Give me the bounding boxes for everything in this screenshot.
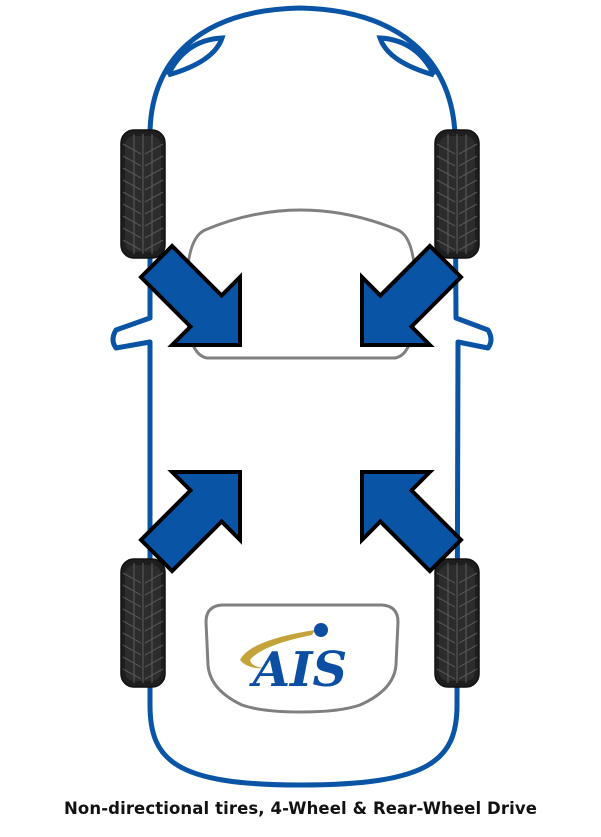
windshield-outline — [185, 208, 417, 360]
rear-window-outline — [204, 603, 400, 714]
diagram-caption: Non-directional tires, 4-Wheel & Rear-Wh… — [64, 799, 537, 818]
front-left-tire — [120, 129, 166, 259]
left-headlight-outline — [165, 35, 226, 78]
ais-logo-text: AIS — [249, 642, 347, 698]
right-headlight-outline — [376, 35, 437, 78]
rear-right-tire — [434, 558, 480, 688]
front-right-tire — [434, 129, 480, 259]
car-body-outline — [110, 5, 494, 788]
rear-left-tire — [120, 558, 166, 688]
ais-logo: AIS — [240, 623, 347, 698]
